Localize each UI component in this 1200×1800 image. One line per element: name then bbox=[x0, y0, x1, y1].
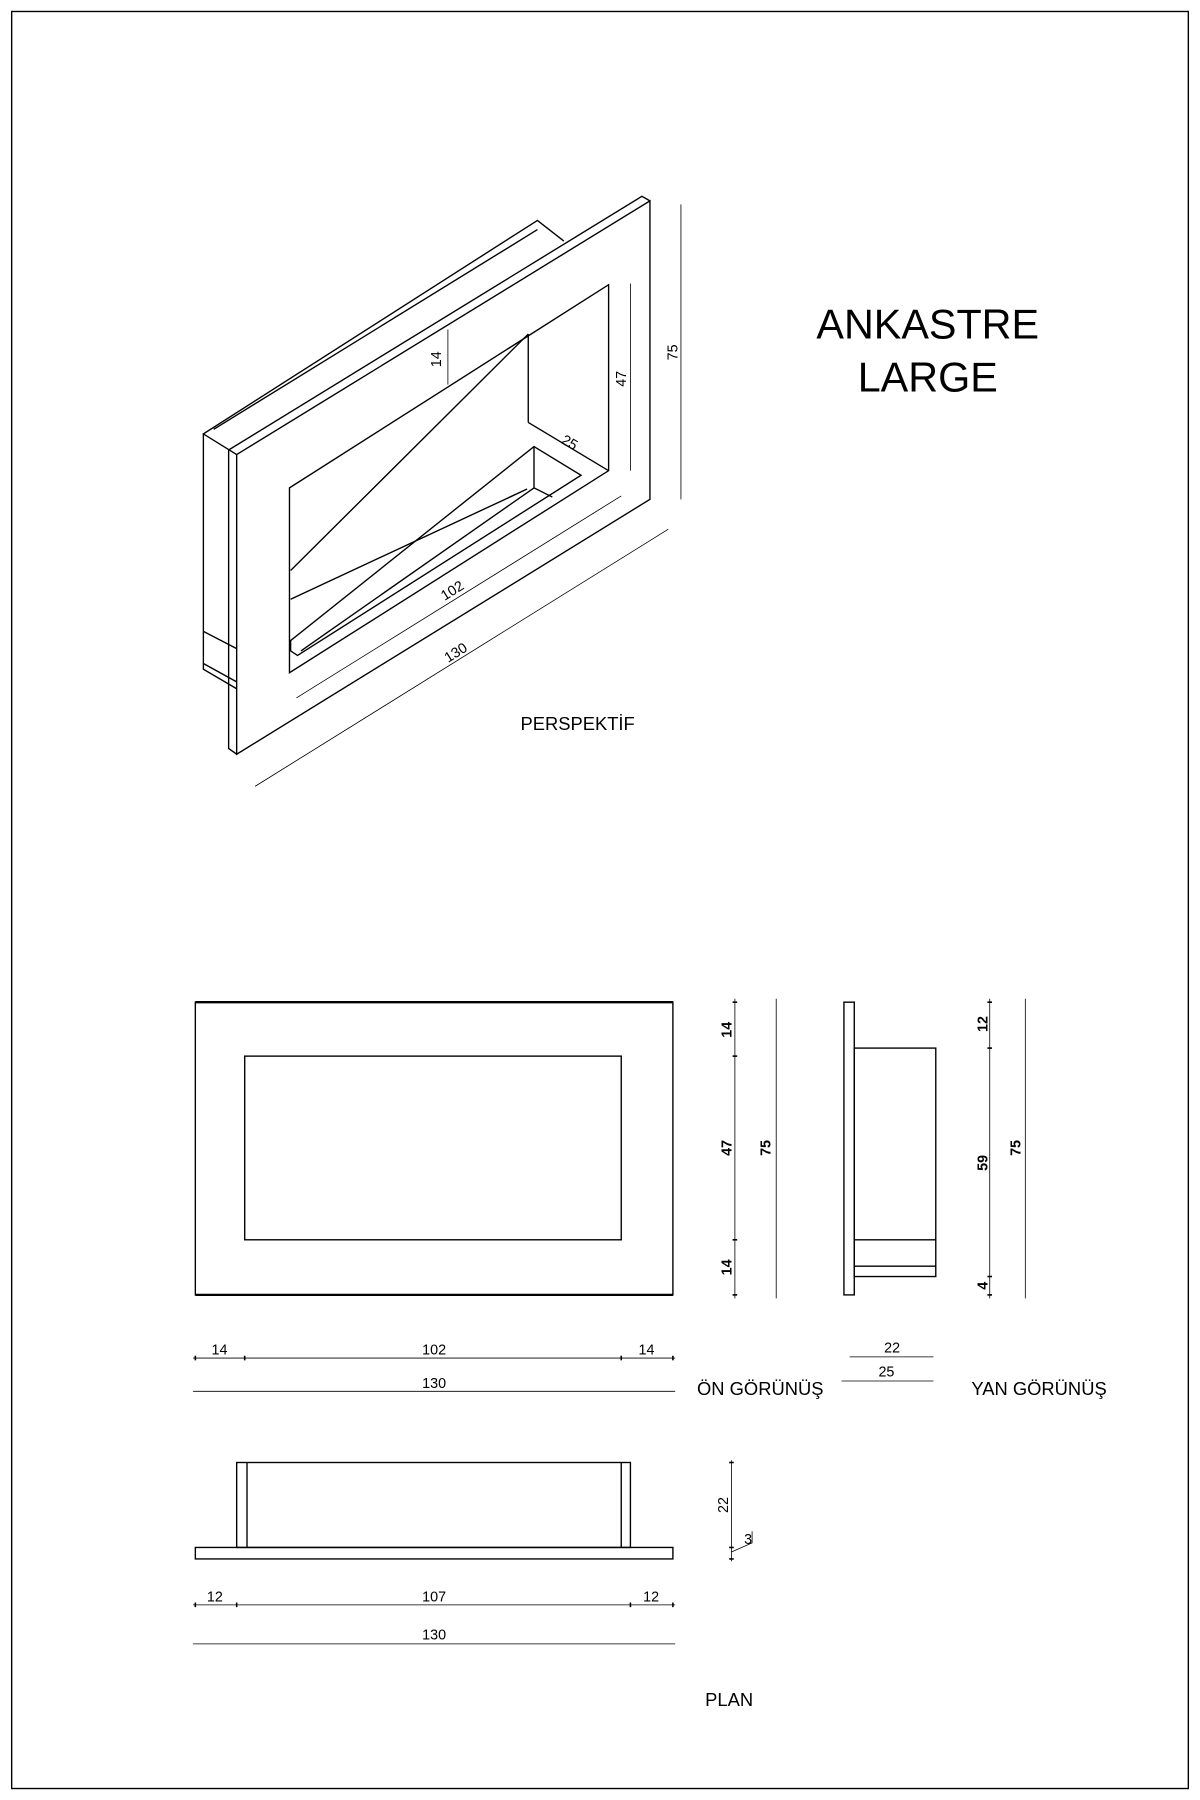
front-dim-bottom: 14 bbox=[719, 1259, 735, 1275]
burner bbox=[289, 445, 583, 657]
side-dim-total-depth: 25 bbox=[878, 1364, 894, 1380]
persp-dim-depth: 25 bbox=[558, 432, 580, 454]
front-dim-top: 14 bbox=[719, 1022, 735, 1038]
front-view-label: ÖN GÖRÜNÜŞ bbox=[697, 1378, 823, 1399]
side-dim-total-height: 75 bbox=[1009, 1140, 1025, 1156]
plan-dim-middle: 107 bbox=[422, 1589, 446, 1605]
front-dim-left: 14 bbox=[211, 1343, 227, 1359]
front-dim-right: 14 bbox=[639, 1343, 655, 1359]
plan-view: 12 107 12 130 22 3 PLAN bbox=[193, 1460, 753, 1710]
front-dim-total-height: 75 bbox=[758, 1140, 774, 1156]
side-dim-box-depth: 22 bbox=[884, 1340, 900, 1356]
plan-dim-box-depth: 22 bbox=[716, 1497, 732, 1513]
front-dim-middle: 47 bbox=[719, 1140, 735, 1156]
persp-dim-top-frame: 14 bbox=[429, 351, 445, 367]
front-dim-total-width: 130 bbox=[422, 1376, 446, 1392]
front-dim-width-inner: 102 bbox=[422, 1343, 446, 1359]
front-plate bbox=[227, 195, 651, 756]
persp-dim-opening-width: 102 bbox=[438, 578, 467, 604]
opening bbox=[288, 283, 610, 674]
perspective-view: 14 47 75 25 102 130 PERSPEKTİF bbox=[202, 195, 681, 787]
side-view-label: YAN GÖRÜNÜŞ bbox=[971, 1378, 1106, 1399]
plan-dim-left: 12 bbox=[207, 1589, 223, 1605]
plan-dim-plate: 3 bbox=[744, 1532, 752, 1548]
side-dim-top: 12 bbox=[975, 1016, 991, 1032]
persp-dim-total-width: 130 bbox=[442, 640, 471, 666]
side-dim-middle: 59 bbox=[975, 1155, 991, 1171]
persp-dim-total-height: 75 bbox=[665, 344, 681, 360]
side-view: 12 59 4 75 22 25 YAN GÖRÜNÜŞ bbox=[841, 998, 1107, 1399]
persp-dim-opening-height: 47 bbox=[614, 371, 630, 387]
title-line-1: ANKASTRE bbox=[816, 302, 1039, 348]
front-view: 14 47 14 75 14 102 14 130 ÖN GÖRÜNÜŞ bbox=[193, 998, 823, 1399]
title-line-2: LARGE bbox=[858, 354, 998, 400]
plan-dim-total: 130 bbox=[422, 1627, 446, 1643]
side-dim-bottom: 4 bbox=[975, 1282, 991, 1290]
back-box bbox=[202, 219, 565, 690]
plan-view-label: PLAN bbox=[705, 1689, 753, 1710]
sheet-border bbox=[10, 10, 1190, 1790]
plan-dim-right: 12 bbox=[643, 1589, 659, 1605]
perspective-label: PERSPEKTİF bbox=[520, 713, 634, 734]
